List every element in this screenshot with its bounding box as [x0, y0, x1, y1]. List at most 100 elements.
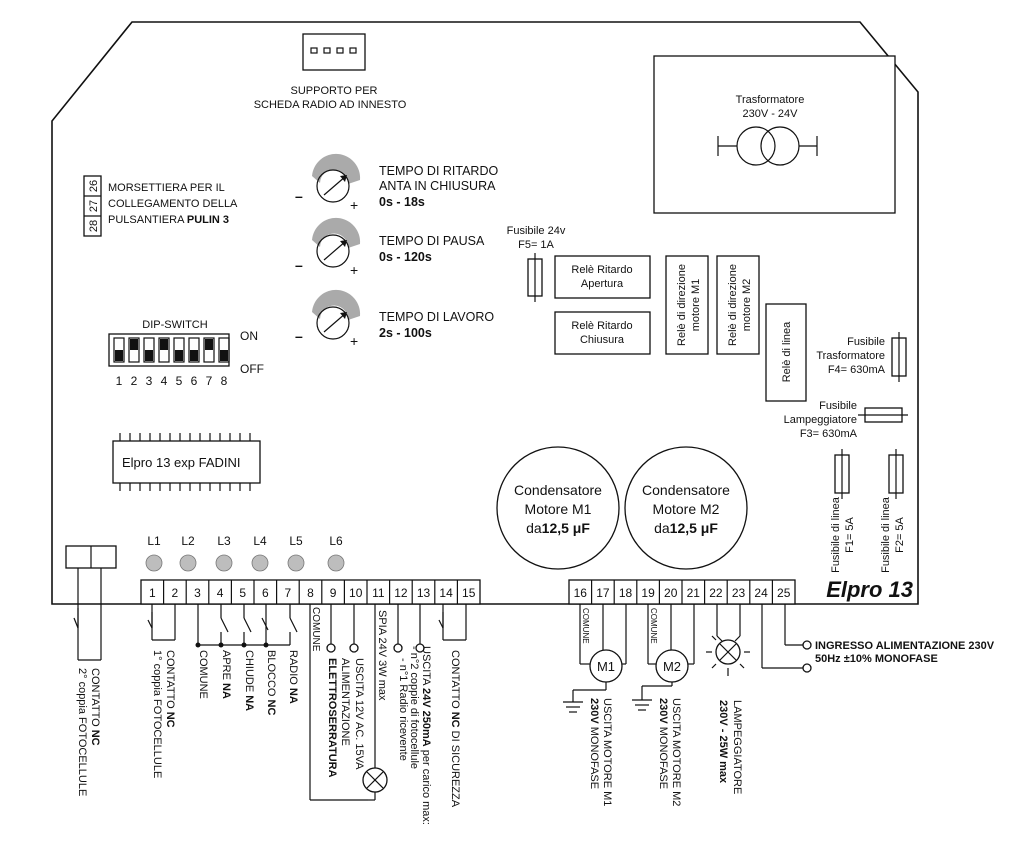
- relay-ritardo-chiusura-line2: Chiusura: [580, 334, 625, 346]
- trimmer-ritardo-line2: ANTA IN CHIUSURA: [379, 179, 496, 193]
- transformer-title: Trasformatore: [736, 94, 805, 106]
- spia-label: SPIA 24V 3W max: [376, 610, 388, 701]
- fuse-lampeggiatore: [858, 407, 908, 423]
- comune-m1-label: COMUNE: [581, 608, 590, 644]
- relay-direzione-m1-line2: motore M1: [690, 279, 702, 332]
- terminal-number: 12: [394, 586, 408, 600]
- trimmer-ritardo: [312, 153, 361, 203]
- ingresso-line2: 50Hz ±10% MONOFASE: [815, 653, 938, 665]
- apre-label: APRE NA: [220, 650, 232, 699]
- relay-direzione-m2: [716, 255, 760, 355]
- led-label: L3: [217, 534, 231, 548]
- terminal-number: 15: [462, 586, 476, 600]
- trimmer-ritardo-line1: TEMPO DI RITARDO: [379, 164, 498, 178]
- terminal-number: 18: [619, 586, 633, 600]
- dip-switch-number: 4: [161, 374, 168, 388]
- fuse-linea-f1: [834, 449, 850, 499]
- trimmer-pausa-minus: –: [295, 257, 303, 273]
- fuse-24v-line1: Fusibile 24v: [507, 225, 566, 237]
- morsettiera-line2: COLLEGAMENTO DELLA: [108, 198, 238, 210]
- power-input-wiring: [761, 604, 812, 673]
- fotocellule2-contact: [65, 545, 117, 661]
- dip-switch-levers: [113, 337, 230, 363]
- led-label: L5: [289, 534, 303, 548]
- fuse-lampeggiatore-line2: Lampeggiatore: [784, 414, 857, 426]
- lampeggiatore-lamp: [706, 604, 750, 676]
- comune-8-label: COMUNE: [310, 607, 321, 652]
- trimmer-pausa-range: 0s - 120s: [379, 250, 432, 264]
- dip-switch-lever: [145, 350, 153, 361]
- morsettiera-line1: MORSETTIERA PER IL: [108, 182, 225, 194]
- capacitor-m1: [496, 446, 620, 570]
- terminal-number: 10: [349, 586, 363, 600]
- dip-switch-slot: [218, 337, 230, 363]
- capacitor-m1-line2: Motore M1: [525, 501, 592, 517]
- motor-m2-label: M2: [663, 659, 681, 674]
- chiude-label: CHIUDE NA: [243, 650, 255, 711]
- led-indicator: [251, 554, 269, 572]
- dip-switch-slot: [158, 337, 170, 363]
- led-label: L4: [253, 534, 267, 548]
- led-label: L6: [329, 534, 343, 548]
- trimmer-pausa-line1: TEMPO DI PAUSA: [379, 234, 485, 248]
- motor-m2-wiring: [632, 604, 695, 711]
- led-indicator: [215, 554, 233, 572]
- fuse-linea-f2-line1: Fusibile di linea: [880, 496, 892, 573]
- motor-m1-wiring: [563, 604, 627, 713]
- radio-connector: [302, 33, 366, 71]
- fuse-linea-f2-line2: F2= 5A: [894, 516, 906, 552]
- terminal-number: 4: [217, 586, 224, 600]
- morsettiera-27: 27: [88, 200, 100, 212]
- led-indicator: [327, 554, 345, 572]
- radio-ricevente-label: - n°1 Radio ricevente: [397, 658, 409, 761]
- dip-switch-lever: [190, 350, 198, 361]
- dip-switch-lever: [160, 339, 168, 350]
- terminal-number: 9: [330, 586, 337, 600]
- fotocellule1-line2: 1° coppia FOTOCELLULE: [151, 650, 163, 778]
- ingresso-line1: INGRESSO ALIMENTAZIONE 230V: [815, 640, 995, 652]
- blocco-label: BLOCCO NC: [265, 650, 277, 715]
- dip-switch-number: 6: [191, 374, 198, 388]
- dip-switch-number: 5: [176, 374, 183, 388]
- fotocellule-coppie-label: - n°2 coppie di fotocellule: [408, 646, 420, 769]
- comune-m2-label: COMUNE: [649, 608, 658, 644]
- capacitor-m2-line1: Condensatore: [642, 482, 730, 498]
- capacitor-m2-line2: Motore M2: [653, 501, 720, 517]
- trimmer-lavoro-plus: +: [350, 333, 358, 349]
- fotocellule2-line2: 2° coppia FOTOCELLULE: [76, 668, 88, 796]
- terminal-number: 17: [596, 586, 610, 600]
- fuse-trasformatore: [891, 332, 907, 382]
- fuse-lampeggiatore-line3: F3= 630mA: [800, 428, 858, 440]
- fuse-24v: [527, 253, 543, 302]
- terminal-number: 11: [372, 586, 385, 600]
- morsettiera-line3: PULSANTIERA PULIN 3: [108, 214, 229, 226]
- terminal-block-body: [140, 579, 481, 605]
- led-label: L2: [181, 534, 195, 548]
- fotocellule2-line1: CONTATTO NC: [89, 668, 101, 746]
- uscita-m2-line2: 230V MONOFASE: [657, 698, 669, 789]
- trimmer-pausa-plus: +: [350, 262, 358, 278]
- chip-label: Elpro 13 exp FADINI: [122, 455, 241, 470]
- terminal-number: 25: [777, 586, 791, 600]
- uscita-m1-line1: USCITA MOTORE M1: [601, 698, 613, 806]
- relay-direzione-m2-line2: motore M2: [741, 279, 753, 332]
- uscita-m1-line2: 230V MONOFASE: [588, 698, 600, 789]
- terminal-number: 21: [687, 586, 701, 600]
- lampeggiatore-line1: LAMPEGGIATORE: [731, 700, 743, 794]
- transformer-box: [653, 55, 896, 214]
- chip-body: [112, 440, 261, 484]
- relay-direzione-m1: [665, 255, 709, 355]
- dip-switch-slot: [128, 337, 140, 363]
- fuse-lampeggiatore-line1: Fusibile: [819, 400, 857, 412]
- trimmer-lavoro-minus: –: [295, 328, 303, 344]
- dip-switch-lever: [175, 350, 183, 361]
- terminal-number: 22: [709, 586, 723, 600]
- dip-switch-slot: [188, 337, 200, 363]
- dip-switch-title: DIP-SWITCH: [142, 319, 207, 331]
- transformer-symbol: [717, 126, 818, 166]
- board-model: Elpro 13: [826, 577, 913, 602]
- relay-ritardo-apertura: [554, 255, 651, 299]
